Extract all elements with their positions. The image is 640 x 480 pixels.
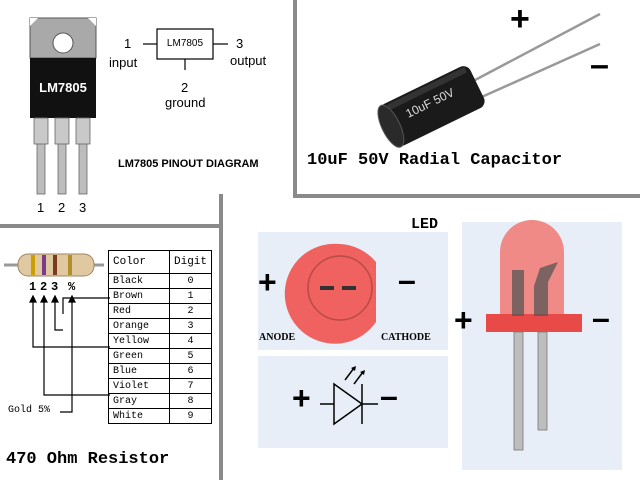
row-digit: 1 bbox=[168, 288, 213, 304]
table-header-row: Color Digit bbox=[108, 250, 213, 274]
header-digit: Digit bbox=[168, 250, 213, 274]
led-symbol-triangle bbox=[333, 382, 364, 426]
cathode-label: CATHODE bbox=[381, 332, 431, 343]
regulator-caption: LM7805 PINOUT DIAGRAM bbox=[118, 158, 259, 170]
band-number-tolerance: % bbox=[68, 280, 76, 294]
band-3-connector bbox=[54, 306, 63, 331]
lead-number-2: 2 bbox=[58, 200, 66, 215]
led-top-plus: + bbox=[258, 264, 277, 300]
band-2-violet bbox=[42, 255, 46, 275]
divider-vertical-top bbox=[293, 0, 297, 194]
band-3b-connector bbox=[62, 297, 110, 314]
capacitor-lead-positive bbox=[459, 12, 601, 90]
led-side-plus: + bbox=[454, 302, 473, 338]
led-lead-anode bbox=[513, 331, 524, 451]
pin3-name: output bbox=[230, 53, 267, 68]
led-lead-cathode bbox=[537, 331, 548, 431]
led-side-minus: – bbox=[592, 300, 610, 336]
band-number-3: 3 bbox=[51, 280, 59, 294]
regulator-part-label: LM7805 bbox=[39, 80, 87, 95]
band-4-connector bbox=[60, 306, 73, 413]
band-number-2: 2 bbox=[40, 280, 48, 294]
pin1-number: 1 bbox=[124, 36, 132, 51]
led-symbol-plus: + bbox=[292, 380, 311, 416]
tolerance-label: Gold 5% bbox=[8, 405, 51, 416]
mounting-hole bbox=[52, 32, 74, 54]
row-digit: 9 bbox=[168, 408, 213, 424]
lead-number-3: 3 bbox=[79, 200, 87, 215]
regulator-body bbox=[30, 58, 96, 118]
band-1-yellow bbox=[31, 255, 35, 275]
pin2-number: 2 bbox=[181, 80, 189, 95]
band-2-connector bbox=[43, 306, 110, 396]
lead-number-1: 1 bbox=[37, 200, 45, 215]
capacitor-plus-sign: + bbox=[510, 0, 530, 38]
divider-horizontal-left bbox=[0, 224, 222, 228]
led-title: LED bbox=[411, 216, 439, 233]
capacitor-body bbox=[379, 66, 485, 146]
led-top-minus: – bbox=[398, 262, 416, 298]
divider-vertical-bottom bbox=[219, 194, 223, 480]
band-number-1: 1 bbox=[29, 280, 37, 294]
capacitor-caption: 10uF 50V Radial Capacitor bbox=[307, 151, 563, 170]
led-side-view-flange bbox=[486, 314, 582, 332]
capacitor-minus-sign: – bbox=[590, 46, 609, 84]
band-4-gold bbox=[68, 255, 72, 275]
header-color: Color bbox=[108, 250, 170, 274]
schematic-box-label: LM7805 bbox=[166, 38, 204, 49]
pin2-name: ground bbox=[165, 95, 206, 110]
pin3-number: 3 bbox=[236, 36, 244, 51]
anode-label: ANODE bbox=[259, 332, 296, 343]
led-symbol-minus: – bbox=[380, 378, 398, 414]
band-3-brown bbox=[53, 255, 57, 275]
resistor-caption: 470 Ohm Resistor bbox=[6, 450, 170, 469]
pin1-name: input bbox=[109, 55, 138, 70]
led-symbol-panel bbox=[258, 356, 448, 448]
band-1-connector bbox=[32, 306, 110, 348]
divider-horizontal-top-right bbox=[293, 194, 640, 198]
capacitor-lead-negative bbox=[465, 42, 601, 106]
